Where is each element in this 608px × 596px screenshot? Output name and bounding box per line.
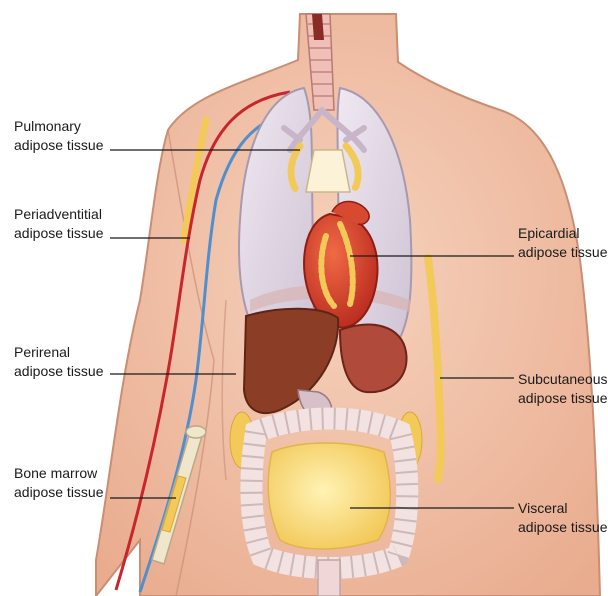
label-epicardial-line2: adipose tissue [518,243,608,262]
label-periadventitial-line2: adipose tissue [14,224,104,243]
label-epicardial-line1: Epicardial [518,224,608,243]
label-epicardial: Epicardial adipose tissue [518,224,608,262]
mediastinum [306,150,350,192]
label-subcutaneous-line2: adipose tissue [518,389,608,408]
label-perirenal-line1: Perirenal [14,343,104,362]
label-bone-marrow-line2: adipose tissue [14,483,104,502]
label-subcutaneous: Subcutaneous adipose tissue [518,370,608,408]
label-bone-marrow-line1: Bone marrow [14,464,104,483]
label-subcutaneous-line1: Subcutaneous [518,370,608,389]
visceral-fat [268,443,390,549]
label-pulmonary: Pulmonary adipose tissue [14,117,104,155]
label-visceral-line1: Visceral [518,499,608,518]
label-pulmonary-line1: Pulmonary [14,117,104,136]
label-visceral-line2: adipose tissue [518,518,608,537]
label-visceral: Visceral adipose tissue [518,499,608,537]
label-perirenal: Perirenal adipose tissue [14,343,104,381]
rectum [318,560,340,596]
label-perirenal-line2: adipose tissue [14,362,104,381]
label-periadventitial: Periadventitial adipose tissue [14,205,104,243]
label-pulmonary-line2: adipose tissue [14,136,104,155]
label-periadventitial-line1: Periadventitial [14,205,104,224]
stomach [340,325,407,393]
label-bone-marrow: Bone marrow adipose tissue [14,464,104,502]
